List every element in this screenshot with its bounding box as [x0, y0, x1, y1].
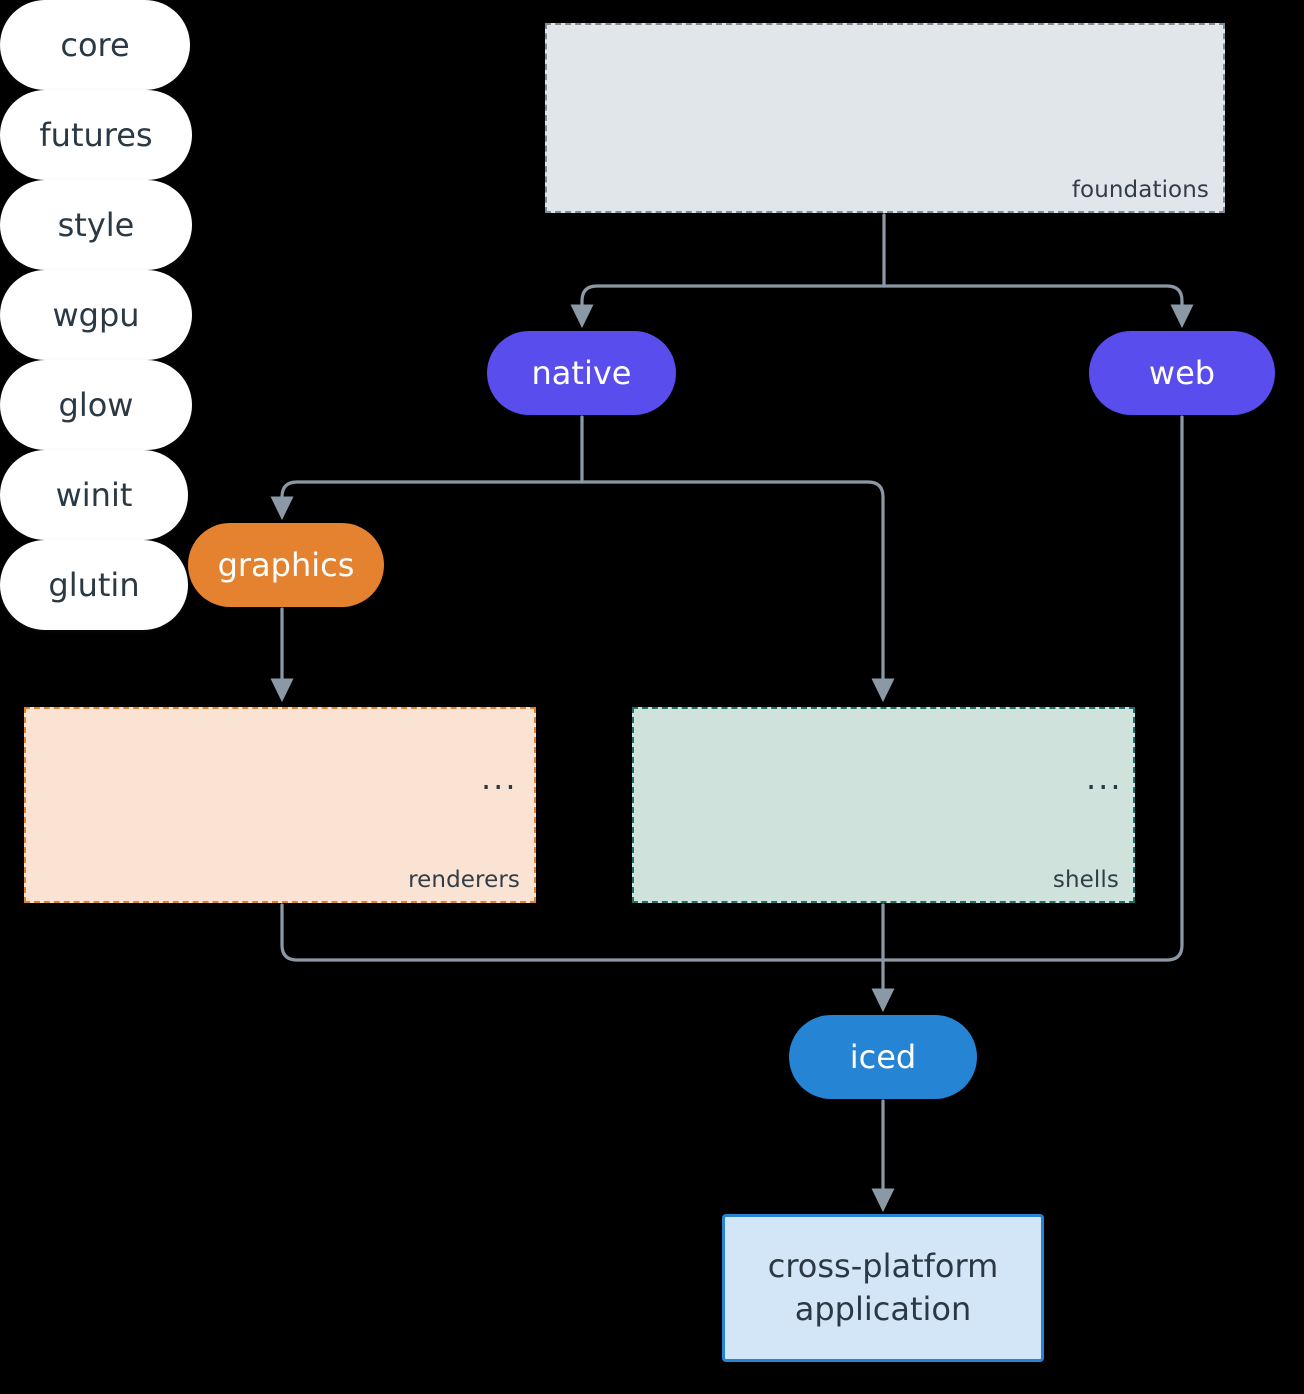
application-line-1: cross-platform [767, 1247, 999, 1286]
node-native[interactable]: native [487, 331, 676, 415]
application-line-2: application [794, 1290, 972, 1328]
node-cross-platform-application[interactable]: cross-platform application [722, 1214, 1044, 1362]
node-iced[interactable]: iced [789, 1015, 977, 1099]
edge-native-to-shells [580, 480, 895, 703]
pill-glutin[interactable]: glutin [0, 540, 188, 630]
group-renderers-label: renderers [408, 867, 520, 893]
pill-wgpu[interactable]: wgpu [0, 270, 192, 360]
group-foundations: foundations [545, 23, 1225, 213]
node-web[interactable]: web [1089, 331, 1275, 415]
pill-style[interactable]: style [0, 180, 192, 270]
pill-core[interactable]: core [0, 0, 190, 90]
edge-foundations-to-native [570, 284, 886, 329]
edge-foundations-to-web [882, 284, 1194, 329]
pill-glow[interactable]: glow [0, 360, 192, 450]
group-shells-label: shells [1052, 867, 1119, 893]
pill-winit[interactable]: winit [0, 450, 188, 540]
group-shells: shells [632, 707, 1135, 903]
group-foundations-label: foundations [1071, 177, 1209, 203]
pill-futures[interactable]: futures [0, 90, 192, 180]
node-graphics[interactable]: graphics [188, 523, 384, 607]
edge-renderers-to-iced [280, 903, 885, 962]
renderers-more-ellipsis: ... [481, 759, 518, 797]
shells-more-ellipsis: ... [1086, 759, 1123, 797]
edge-native-to-graphics [270, 480, 584, 521]
group-renderers: renderers [24, 707, 536, 903]
